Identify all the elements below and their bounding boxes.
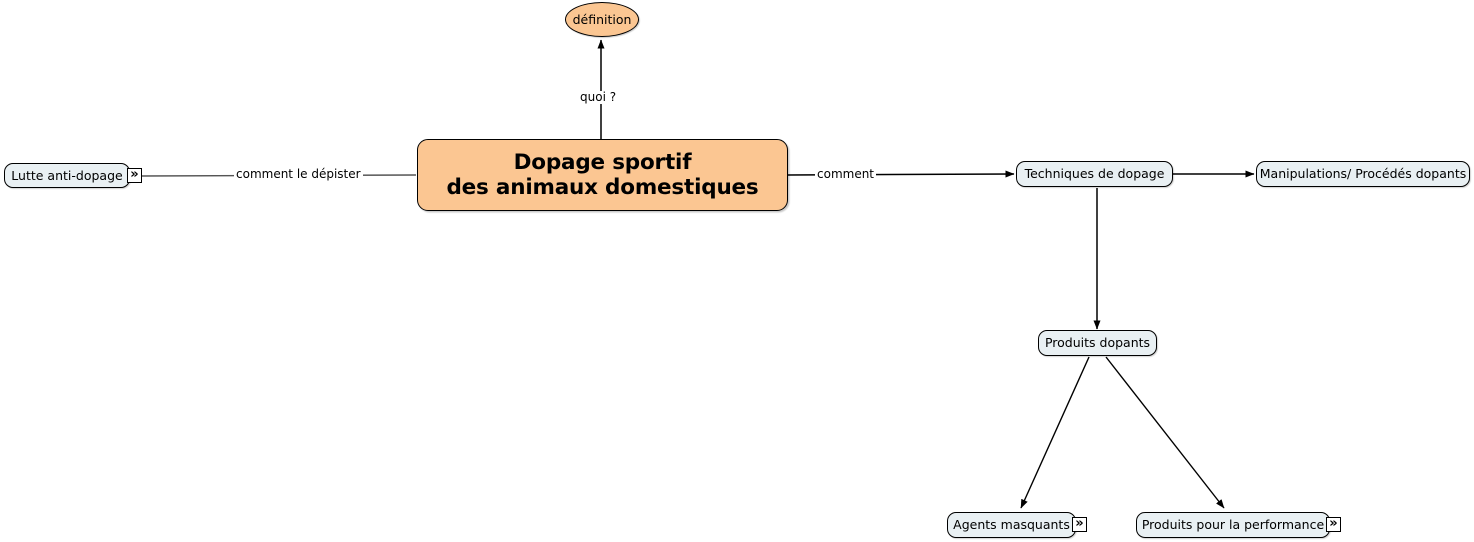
node-central-label-line2: des animaux domestiques: [446, 175, 759, 200]
node-lutte-anti-dopage-label: Lutte anti-dopage: [11, 167, 123, 183]
chevron-double-right-icon: »: [1329, 516, 1338, 531]
expand-icon-agents-masquants[interactable]: »: [1072, 517, 1087, 532]
chevron-double-right-icon: »: [1075, 516, 1084, 531]
edge-label-quoi-text: quoi ?: [580, 90, 617, 104]
edge-label-comment: comment: [815, 167, 877, 182]
node-techniques-de-dopage-label: Techniques de dopage: [1024, 166, 1165, 182]
node-manipulations-procedes-dopants[interactable]: Manipulations/ Procédés dopants: [1256, 161, 1470, 187]
expand-icon-produits-pour-la-performance[interactable]: »: [1326, 517, 1341, 532]
chevron-double-right-icon: »: [130, 167, 139, 182]
node-central-label-line1: Dopage sportif: [513, 149, 692, 175]
node-manipulations-procedes-dopants-label: Manipulations/ Procédés dopants: [1259, 166, 1467, 182]
node-produits-dopants-label: Produits dopants: [1044, 335, 1151, 351]
edge-line-produits-performance: [1105, 356, 1225, 509]
node-agents-masquants-label: Agents masquants: [953, 517, 1070, 533]
node-produits-dopants[interactable]: Produits dopants: [1038, 330, 1157, 356]
edge-line-produits-agents: [1020, 356, 1090, 509]
node-produits-pour-la-performance-label: Produits pour la performance: [1141, 517, 1325, 533]
edge-label-comment-le-depister: comment le dépister: [234, 167, 363, 182]
edge-label-comment-le-depister-text: comment le dépister: [236, 167, 361, 181]
node-central-topic[interactable]: Dopage sportif des animaux domestiques: [417, 139, 788, 211]
edge-label-quoi: quoi ?: [578, 90, 619, 105]
expand-icon-lutte-anti-dopage[interactable]: »: [127, 168, 142, 183]
node-agents-masquants[interactable]: Agents masquants: [947, 512, 1076, 538]
edge-label-comment-text: comment: [817, 167, 875, 181]
node-definition[interactable]: définition: [565, 2, 639, 37]
node-techniques-de-dopage[interactable]: Techniques de dopage: [1016, 161, 1173, 187]
node-produits-pour-la-performance[interactable]: Produits pour la performance: [1136, 512, 1330, 538]
node-lutte-anti-dopage[interactable]: Lutte anti-dopage: [4, 163, 130, 188]
node-definition-label: définition: [572, 12, 632, 27]
